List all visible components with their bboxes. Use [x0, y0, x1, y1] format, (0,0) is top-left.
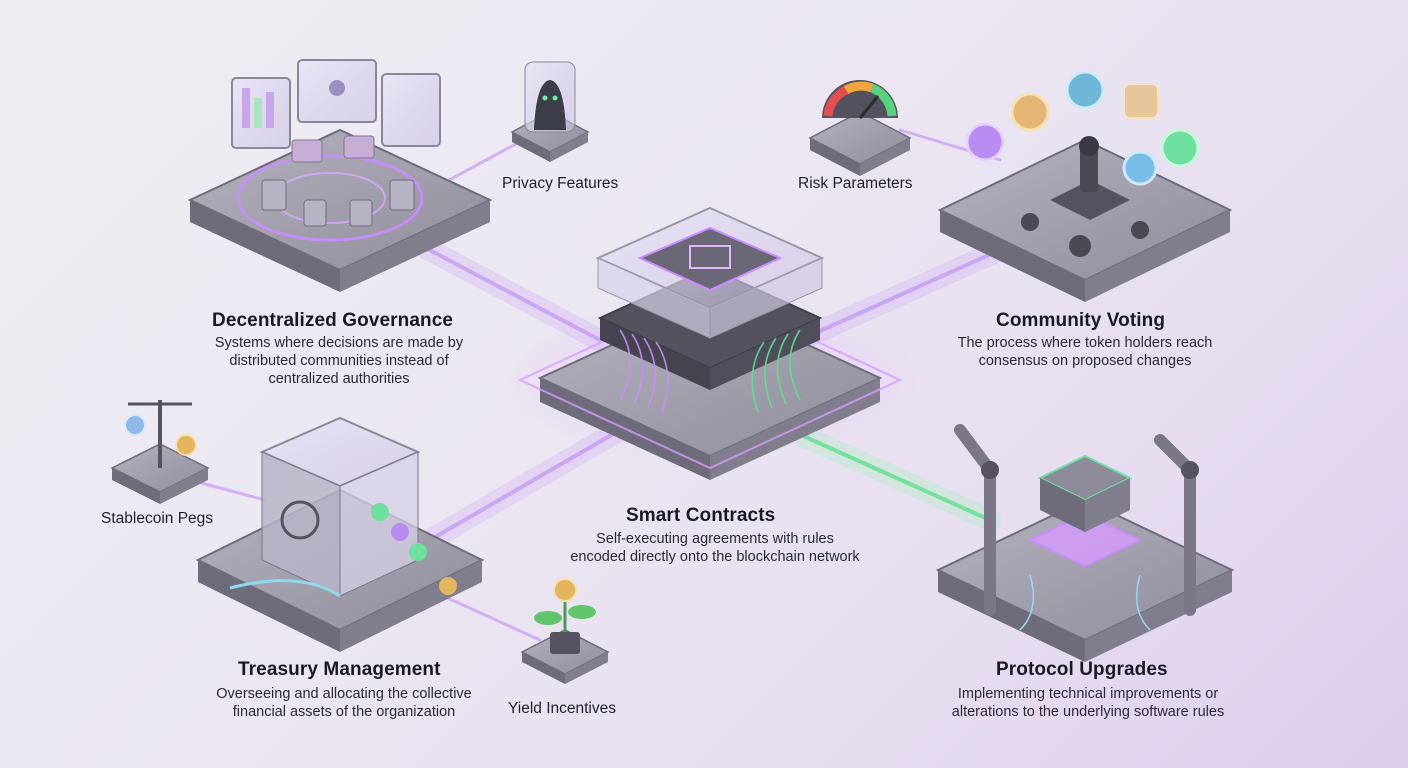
- risk-illustration: [810, 80, 910, 176]
- node-desc-governance: Systems where decisions are made by dist…: [198, 334, 480, 388]
- node-desc-smart-contracts: Self-executing agreements with rules enc…: [560, 530, 870, 566]
- stablecoin-illustration: [112, 400, 208, 504]
- node-desc-treasury: Overseeing and allocating the collective…: [198, 685, 490, 721]
- node-desc-voting: The process where token holders reach co…: [940, 334, 1230, 370]
- sat-label-yield: Yield Incentives: [508, 700, 616, 718]
- node-title-smart-contracts: Smart Contracts: [626, 505, 775, 527]
- upgrades-illustration: [938, 430, 1232, 662]
- yield-illustration: [522, 579, 608, 684]
- privacy-illustration: [512, 62, 588, 162]
- node-title-voting: Community Voting: [996, 310, 1165, 332]
- node-title-governance: Decentralized Governance: [212, 310, 453, 332]
- sat-label-privacy: Privacy Features: [502, 175, 618, 193]
- sat-label-stablecoin: Stablecoin Pegs: [101, 510, 213, 528]
- node-desc-upgrades: Implementing technical improvements or a…: [940, 685, 1236, 721]
- node-title-treasury: Treasury Management: [238, 659, 441, 681]
- node-title-upgrades: Protocol Upgrades: [996, 659, 1168, 681]
- sat-label-risk: Risk Parameters: [798, 175, 913, 193]
- smart-contracts-illustration: [500, 208, 920, 480]
